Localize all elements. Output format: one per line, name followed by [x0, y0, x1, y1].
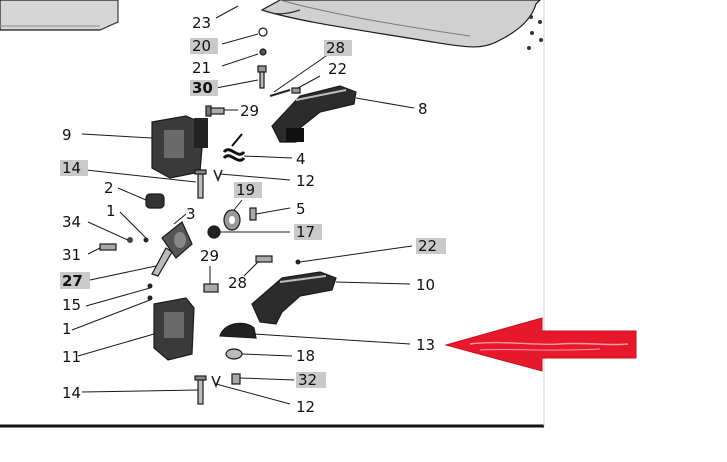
washer-19 — [223, 209, 241, 231]
pin-14-lower — [194, 375, 207, 405]
screw-22-top — [291, 87, 301, 94]
clip-12-top — [213, 169, 223, 183]
bushing-2 — [145, 193, 165, 209]
callout-34: 34 — [62, 213, 81, 231]
red-arrow-annotation — [444, 317, 637, 372]
lever-3 — [151, 221, 193, 277]
screw-32 — [231, 373, 241, 385]
clip-12-lower — [211, 375, 221, 389]
hinge-arm-10 — [251, 271, 337, 325]
screw-29-top — [205, 105, 225, 117]
callout-labels: 23 20 28 21 22 30 29 8 9 4 14 12 2 19 1 … — [60, 14, 446, 416]
callout-23: 23 — [192, 14, 211, 32]
callout-13: 13 — [416, 336, 435, 354]
callout-9: 9 — [62, 126, 72, 144]
callout-bg-30 — [190, 80, 218, 96]
callout-bg-20 — [190, 38, 218, 54]
plug-17 — [207, 225, 221, 239]
callout-bg-19 — [234, 182, 262, 198]
callout-3: 3 — [186, 205, 196, 223]
fasteners-15-1 — [147, 283, 153, 301]
callout-18: 18 — [296, 347, 315, 365]
leader-lines — [71, 5, 415, 405]
callout-28a: 28 — [326, 39, 345, 57]
callout-2: 2 — [104, 179, 114, 197]
callout-21: 21 — [192, 59, 211, 77]
callout-bg-14a — [60, 160, 88, 176]
callout-bg-22b — [416, 238, 446, 254]
pin-28-top — [269, 89, 291, 97]
callout-17: 17 — [296, 223, 315, 241]
fender-plate — [260, 0, 543, 50]
body-panel-corner — [0, 0, 119, 31]
pin-14-top — [194, 169, 207, 199]
callout-30: 30 — [192, 79, 213, 97]
callout-12a: 12 — [296, 172, 315, 190]
washer-18 — [225, 348, 243, 360]
callout-11: 11 — [62, 348, 81, 366]
callout-14b: 14 — [62, 384, 81, 402]
hinge-plate-9 — [151, 115, 208, 179]
hinge-arm-8 — [271, 85, 357, 143]
callout-29a: 29 — [240, 102, 259, 120]
callout-15: 15 — [62, 296, 81, 314]
screw-22-lower — [295, 259, 301, 265]
spring-4 — [222, 133, 246, 162]
bolt-28-lower — [255, 255, 273, 263]
callout-31: 31 — [62, 246, 81, 264]
rubber-stop-13 — [219, 322, 257, 339]
callout-28b: 28 — [228, 274, 247, 292]
callout-8: 8 — [418, 100, 428, 118]
callout-bg-17 — [294, 224, 322, 240]
washer-20 — [258, 27, 268, 37]
hinge-plate-11 — [153, 297, 195, 361]
callout-1b: 1 — [62, 320, 72, 338]
callout-1a: 1 — [106, 202, 116, 220]
washer-21 — [259, 48, 267, 56]
screw-5 — [249, 207, 257, 221]
callout-bg-32 — [296, 372, 326, 388]
bolt-29-lower — [203, 283, 219, 293]
bolt-30 — [257, 65, 267, 89]
callout-4: 4 — [296, 150, 306, 168]
callout-27: 27 — [62, 272, 83, 290]
fasteners-34-31-1 — [99, 237, 149, 251]
callout-14a: 14 — [62, 159, 81, 177]
callout-bg-28a — [324, 40, 352, 56]
callout-32: 32 — [298, 371, 317, 389]
callout-29b: 29 — [200, 247, 219, 265]
callout-22b: 22 — [418, 237, 437, 255]
callout-22a: 22 — [328, 60, 347, 78]
callout-12b: 12 — [296, 398, 315, 416]
callout-20: 20 — [192, 37, 211, 55]
callout-10: 10 — [416, 276, 435, 294]
callout-19: 19 — [236, 181, 255, 199]
callout-bg-27 — [60, 272, 90, 289]
callout-5: 5 — [296, 200, 306, 218]
